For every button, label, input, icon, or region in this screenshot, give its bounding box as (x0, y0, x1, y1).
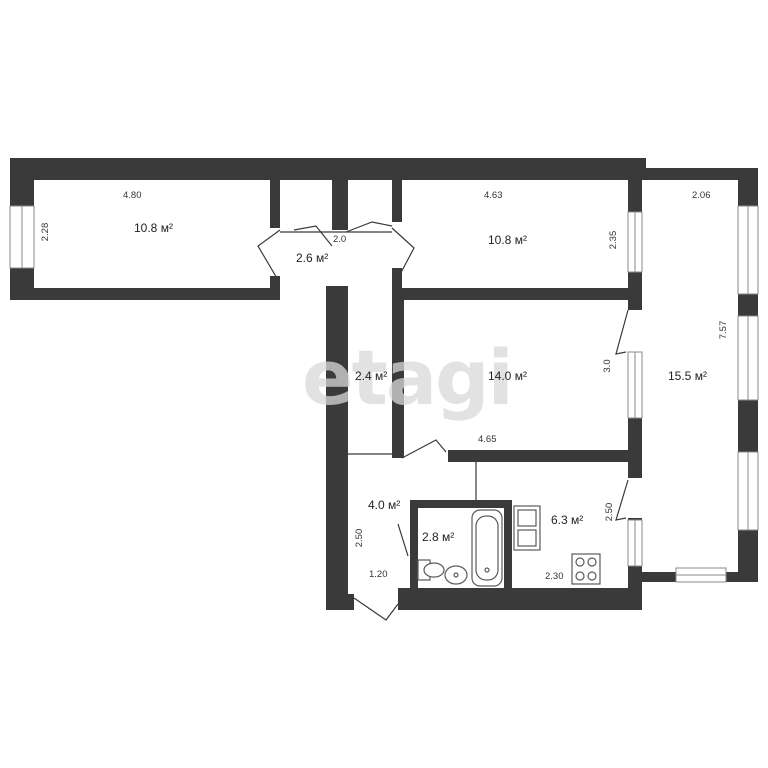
wall-middle-horizontal (392, 288, 640, 300)
wall-room4-left (392, 296, 404, 458)
kitchen-depth: 2.50 (604, 503, 615, 522)
entry-area: 4.0 м² (368, 498, 400, 512)
wall-mid-right-mid (628, 418, 642, 478)
wall-top-right (636, 168, 758, 180)
door-right-room (615, 309, 629, 355)
entry-width: 1.20 (369, 569, 388, 580)
door-kitchen (615, 479, 629, 521)
wall-hall-right (392, 180, 402, 222)
room-1-depth: 2.28 (40, 223, 51, 242)
watermark-logo: etagi (302, 333, 512, 422)
walls (10, 158, 758, 610)
entry-depth: 2.50 (354, 529, 365, 548)
door-hall-left-inner (293, 225, 333, 247)
windows (9, 205, 759, 583)
room-1-area: 10.8 м² (134, 221, 173, 235)
door-room-4 (401, 439, 447, 459)
room-2-width: 4.63 (484, 190, 503, 201)
fixtures (417, 505, 601, 587)
window-bottom-right (675, 567, 727, 583)
door-entrance (353, 597, 399, 621)
kitchen-sink (513, 505, 541, 551)
hall-top-width: 2.0 (333, 234, 346, 245)
toilet (417, 559, 445, 581)
window-right-2 (737, 315, 759, 401)
window-kitchen (627, 519, 643, 567)
room-4-depth: 3.0 (602, 359, 613, 372)
room-3-width: 2.06 (692, 190, 711, 201)
bathtub (471, 509, 503, 587)
window-left-room (9, 205, 35, 269)
kitchen-width: 2.30 (545, 571, 564, 582)
wall-left-room-bottom (10, 288, 280, 300)
corridor-area: 2.4 м² (355, 369, 387, 383)
room-3-area: 15.5 м² (668, 369, 707, 383)
doors (257, 221, 629, 621)
room-2-area: 10.8 м² (488, 233, 527, 247)
door-bath (397, 523, 409, 557)
room-2-depth: 2.35 (608, 231, 619, 250)
door-hall-right (391, 227, 415, 283)
bathroom-area: 2.8 м² (422, 530, 454, 544)
wall-top (10, 158, 646, 180)
labels: 4.80 2.28 10.8 м² 2.0 2.6 м² 4.63 2.35 1… (40, 190, 729, 582)
wall-bottom (398, 588, 640, 610)
wall-bath-right (504, 500, 512, 592)
window-room-2 (627, 211, 643, 273)
door-hall-right-inner (345, 221, 393, 233)
wall-bath-left (410, 500, 418, 592)
wall-hall-right-low (392, 268, 402, 300)
wall-hall-left (270, 180, 280, 228)
window-right-1 (737, 205, 759, 295)
wall-bath-top (410, 500, 510, 508)
hall-top-area: 2.6 м² (296, 251, 328, 265)
wall-corridor-left (326, 288, 348, 610)
door-hall-left (257, 229, 281, 281)
room-4-width: 4.65 (478, 434, 497, 445)
washbasin (444, 565, 468, 585)
wall-room4-bottom (448, 450, 642, 462)
room-4-area: 14.0 м² (488, 369, 527, 383)
kitchen-area: 6.3 м² (551, 513, 583, 527)
wall-hall-mid (332, 180, 348, 230)
wall-bottom-left (326, 594, 354, 610)
stove (571, 553, 601, 585)
window-room-4 (627, 351, 643, 419)
wall-hall-left-low (270, 276, 280, 300)
room-3-depth: 7.57 (718, 321, 729, 340)
room-1-width: 4.80 (123, 190, 142, 201)
window-right-3 (737, 451, 759, 531)
